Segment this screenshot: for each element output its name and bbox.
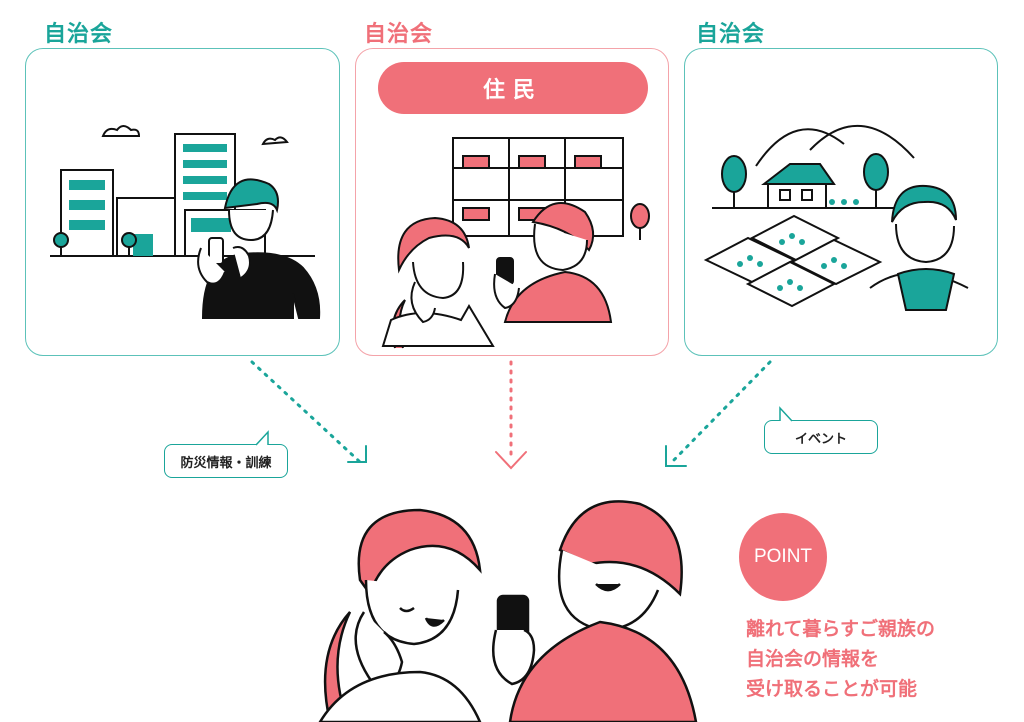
bubble-tail-left — [255, 430, 269, 446]
point-description: 離れて暮らすご親族の 自治会の情報を 受け取ることが可能 — [746, 614, 1016, 704]
apartment-residents-illustration — [381, 137, 650, 349]
point-line-3: 受け取ることが可能 — [746, 678, 918, 700]
panel-title-left: 自治会 — [44, 22, 114, 47]
bubble-tail-right — [779, 406, 793, 422]
point-line-1: 離れて暮らすご親族の — [746, 618, 936, 640]
countryside-elder-illustration — [703, 125, 969, 311]
point-badge: POINT — [739, 513, 827, 601]
panel-title-right: 自治会 — [696, 22, 766, 47]
event-bubble: イベント — [764, 420, 878, 454]
point-line-2: 自治会の情報を — [746, 648, 880, 670]
city-person-illustration — [50, 125, 321, 319]
family-with-phone-illustration — [318, 500, 698, 722]
residents-banner: 住民 — [378, 62, 648, 114]
disaster-info-bubble: 防災情報・訓練 — [164, 444, 288, 478]
panel-title-center: 自治会 — [364, 22, 434, 47]
